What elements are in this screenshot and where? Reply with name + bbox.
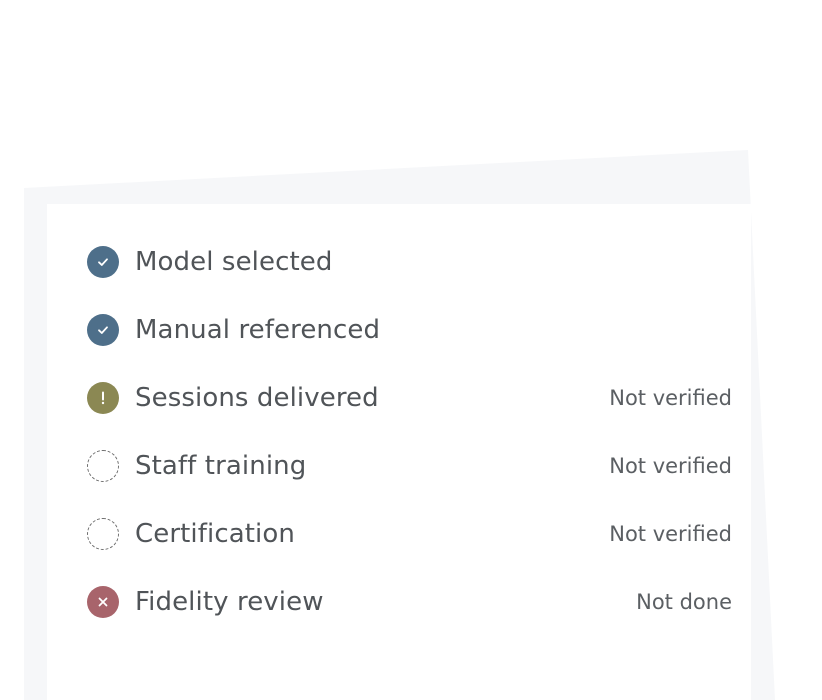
checklist-item-sessions-delivered: Sessions delivered Not verified xyxy=(87,364,732,432)
check-circle-icon xyxy=(87,246,119,278)
checklist-item-staff-training: Staff training Not verified xyxy=(87,432,732,500)
checklist-item-label: Certification xyxy=(135,519,295,549)
checklist-card: Model selected Manual referenced Session… xyxy=(47,204,751,700)
x-circle-icon xyxy=(87,586,119,618)
checklist-item-certification: Certification Not verified xyxy=(87,500,732,568)
checklist-item-status: Not verified xyxy=(609,454,732,478)
checklist-item-fidelity-review: Fidelity review Not done xyxy=(87,568,732,636)
checklist-item-label: Sessions delivered xyxy=(135,383,379,413)
check-circle-icon xyxy=(87,314,119,346)
checklist-item-status: Not verified xyxy=(609,386,732,410)
checklist-item-model-selected: Model selected xyxy=(87,228,732,296)
checklist-item-status: Not verified xyxy=(609,522,732,546)
checklist-item-label: Staff training xyxy=(135,451,307,481)
exclamation-circle-icon xyxy=(87,382,119,414)
checklist-item-manual-referenced: Manual referenced xyxy=(87,296,732,364)
dashed-circle-icon xyxy=(87,518,119,550)
checklist-item-status: Not done xyxy=(636,590,732,614)
checklist-item-label: Model selected xyxy=(135,247,333,277)
checklist-item-label: Manual referenced xyxy=(135,315,381,345)
dashed-circle-icon xyxy=(87,450,119,482)
checklist-item-label: Fidelity review xyxy=(135,587,324,617)
checklist: Model selected Manual referenced Session… xyxy=(87,228,732,636)
